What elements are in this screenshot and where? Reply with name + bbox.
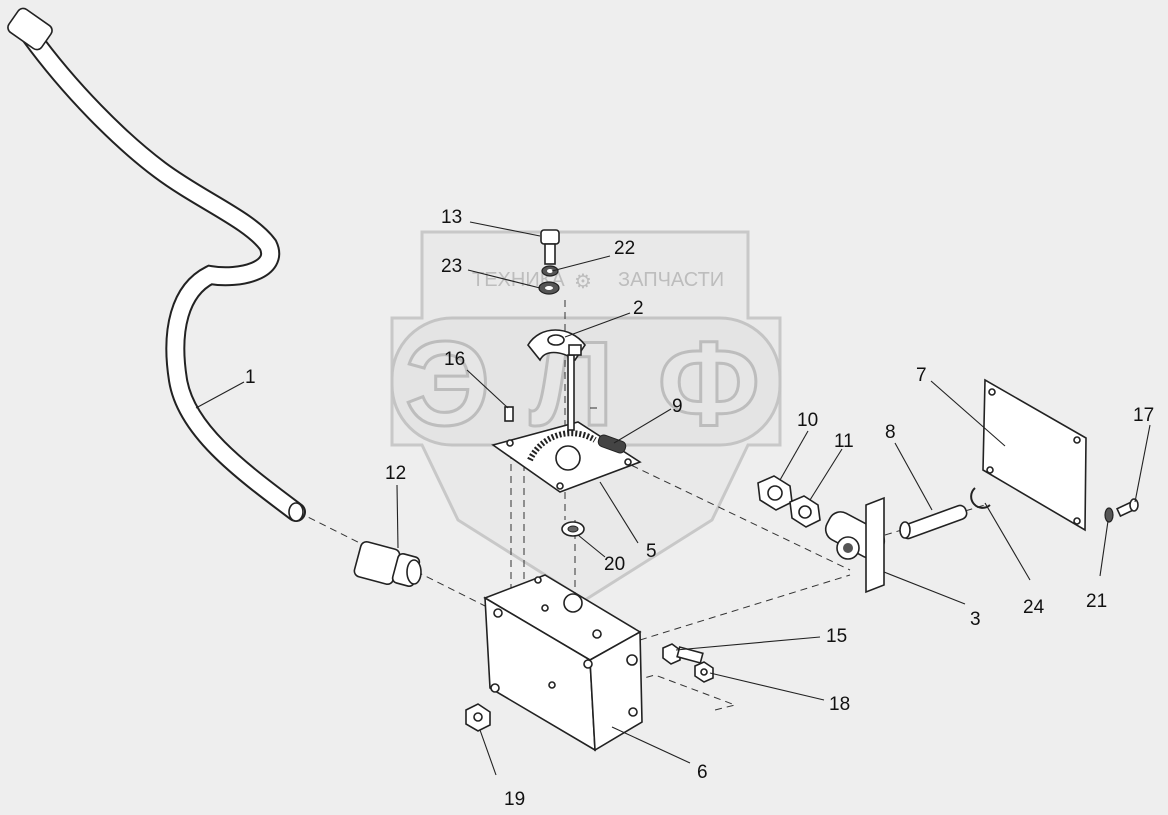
- callout-3: 3: [970, 609, 981, 630]
- callout-20: 20: [604, 554, 625, 575]
- part-22-washer: [541, 265, 559, 277]
- watermark-gear-icon: ⚙: [574, 271, 592, 293]
- callout-10: 10: [797, 410, 818, 431]
- callout-15: 15: [826, 626, 847, 647]
- part-16-screw: [504, 406, 514, 422]
- part-3-bracket: [824, 496, 886, 594]
- part-2-lever: [527, 329, 586, 431]
- callout-13: 13: [441, 207, 462, 228]
- callout-23: 23: [441, 256, 462, 277]
- callout-16: 16: [444, 349, 465, 370]
- part-18-nut: [694, 661, 714, 683]
- part-15-bolt: [662, 643, 704, 665]
- part-6-block: [483, 574, 643, 752]
- callout-19: 19: [504, 789, 525, 810]
- callout-24: 24: [1023, 597, 1045, 618]
- part-17-screw: [1115, 498, 1139, 518]
- callout-1: 1: [245, 367, 256, 388]
- part-12-adapter: [353, 540, 422, 588]
- watermark: ТЕХНИКА ⚙ ЗАПЧАСТИ ЭЛФ: [390, 230, 782, 602]
- callout-5: 5: [646, 541, 657, 562]
- part-21-washer: [1104, 507, 1114, 523]
- callout-22: 22: [614, 238, 635, 259]
- callout-9: 9: [672, 396, 683, 417]
- part-24-clip: [970, 487, 991, 509]
- leader-lines: [195, 221, 1151, 776]
- callout-6: 6: [697, 762, 708, 783]
- callout-21: 21: [1086, 591, 1107, 612]
- part-9-spring: [597, 434, 627, 454]
- callout-12: 12: [385, 463, 406, 484]
- part-7-cover: [982, 378, 1087, 532]
- part-23-washer: [538, 281, 560, 295]
- part-11-nut: [789, 495, 821, 528]
- part-1-hose: [7, 7, 306, 522]
- callouts: 1 2 3 5 6 7 8 9 10 11 12 13 15 16 17 18 …: [245, 207, 1154, 810]
- part-20-washer: [561, 521, 585, 537]
- callout-17: 17: [1133, 405, 1154, 426]
- callout-2: 2: [633, 298, 644, 319]
- part-13-bolt: [540, 229, 560, 265]
- callout-18: 18: [829, 694, 850, 715]
- watermark-right-word: ЗАПЧАСТИ: [618, 269, 724, 291]
- watermark-big-text: ЭЛФ: [405, 317, 760, 451]
- callout-8: 8: [885, 422, 896, 443]
- part-8-pin: [899, 504, 968, 540]
- part-10-nut: [757, 475, 793, 511]
- part-19-nut: [465, 703, 491, 732]
- callout-11: 11: [834, 431, 854, 452]
- callout-7: 7: [916, 365, 927, 386]
